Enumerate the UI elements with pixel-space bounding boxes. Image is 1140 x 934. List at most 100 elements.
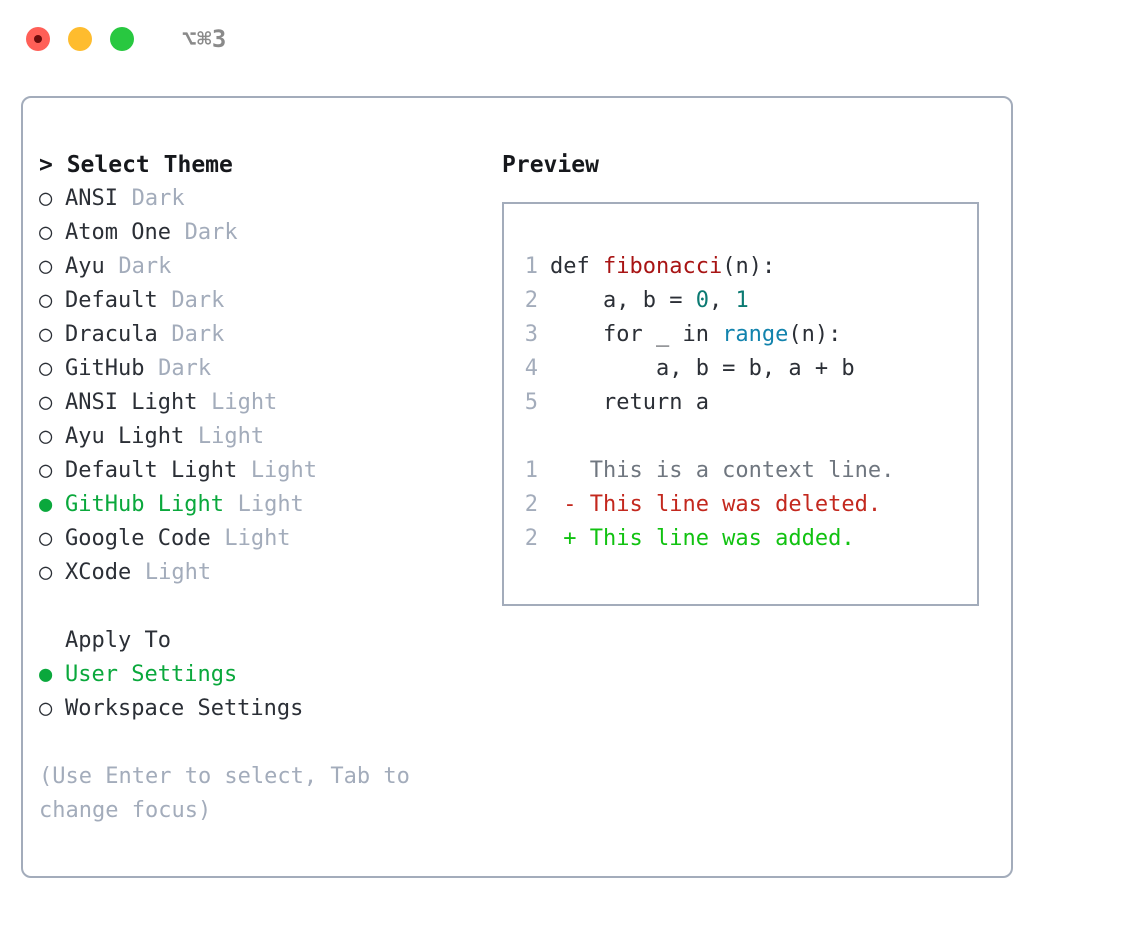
theme-list-item-selected[interactable]: ● GitHub Light Light xyxy=(39,488,479,522)
diff-line-added: 2 + This line was added. xyxy=(524,522,977,556)
minimize-window-icon[interactable] xyxy=(68,27,92,51)
apply-to-item-selected[interactable]: ● User Settings xyxy=(39,658,479,692)
radio-icon: ○ xyxy=(39,254,53,279)
theme-variant-tag: Light xyxy=(237,492,304,517)
theme-name: Default xyxy=(65,288,158,313)
theme-name: Ayu xyxy=(65,254,105,279)
code-token: a, b = b, a + b xyxy=(550,356,855,381)
code-token-function: fibonacci xyxy=(602,254,723,279)
theme-variant-tag: Dark xyxy=(118,254,172,279)
diff-text: - This line was deleted. xyxy=(550,492,882,517)
code-line: 1 def fibonacci(n): xyxy=(524,250,977,284)
apply-to-label: User Settings xyxy=(65,662,238,687)
list-spacer xyxy=(39,590,479,624)
apply-to-label: Workspace Settings xyxy=(65,696,304,721)
code-token: for _ in xyxy=(550,322,723,347)
theme-variant-tag: Light xyxy=(250,458,318,483)
theme-list-item[interactable]: ○ XCode Light xyxy=(39,556,479,590)
theme-name: ANSI xyxy=(65,186,118,211)
theme-variant-tag: Dark xyxy=(131,186,185,211)
maximize-window-icon[interactable] xyxy=(110,27,134,51)
window-controls xyxy=(26,27,134,51)
code-token: , xyxy=(708,288,736,313)
theme-name: GitHub xyxy=(65,356,145,381)
title-bar: ⌥⌘3 xyxy=(0,0,1140,78)
theme-variant-tag: Dark xyxy=(184,220,238,245)
theme-list-item[interactable]: ○ Google Code Light xyxy=(39,522,479,556)
theme-list-item[interactable]: ○ Ayu Light Light xyxy=(39,420,479,454)
line-number: 2 xyxy=(524,526,538,551)
theme-list-item[interactable]: ○ ANSI Light Light xyxy=(39,386,479,420)
theme-name: Default Light xyxy=(65,458,238,483)
radio-icon: ○ xyxy=(39,288,53,313)
line-number: 1 xyxy=(524,458,538,483)
radio-icon: ○ xyxy=(39,458,53,483)
apply-to-header: Apply To xyxy=(65,628,171,653)
theme-name: ANSI Light xyxy=(65,390,198,415)
radio-icon: ○ xyxy=(39,186,53,211)
theme-list-item[interactable]: ○ GitHub Dark xyxy=(39,352,479,386)
radio-icon: ○ xyxy=(39,356,53,381)
diff-text: + This line was added. xyxy=(550,526,855,551)
radio-icon: ○ xyxy=(39,322,53,347)
radio-icon: ○ xyxy=(39,560,53,585)
theme-name: Atom One xyxy=(65,220,171,245)
line-number: 3 xyxy=(524,322,538,347)
theme-name: XCode xyxy=(65,560,132,585)
code-token: (n): xyxy=(722,254,776,279)
theme-list-item[interactable]: ○ Default Dark xyxy=(39,284,479,318)
theme-name: GitHub Light xyxy=(65,492,224,517)
code-token: return a xyxy=(550,390,709,415)
apply-to-list: ● User Settings ○ Workspace Settings xyxy=(39,658,479,726)
keyboard-shortcut-label: ⌥⌘3 xyxy=(182,25,227,53)
close-window-icon[interactable] xyxy=(26,27,50,51)
theme-picker-column: > Select Theme ○ ANSI Dark ○ Atom One Da… xyxy=(39,148,479,828)
theme-name: Google Code xyxy=(65,526,211,551)
preview-column: Preview 1 def fibonacci(n): 2 a, b = 0, … xyxy=(502,148,1002,606)
diff-line-context: 1 This is a context line. xyxy=(524,454,977,488)
code-token-builtin: range xyxy=(722,322,789,347)
diff-text: This is a context line. xyxy=(550,458,895,483)
theme-list-item[interactable]: ○ Atom One Dark xyxy=(39,216,479,250)
theme-list-item[interactable]: ○ ANSI Dark xyxy=(39,182,479,216)
code-line: 5 return a xyxy=(524,386,977,420)
radio-icon: ○ xyxy=(39,220,53,245)
keyboard-hint-text: (Use Enter to select, Tab to change focu… xyxy=(39,764,410,823)
theme-variant-tag: Dark xyxy=(171,288,225,313)
code-line: 4 a, b = b, a + b xyxy=(524,352,977,386)
line-number: 2 xyxy=(524,288,538,313)
theme-variant-tag: Dark xyxy=(158,356,212,381)
code-line: 3 for _ in range(n): xyxy=(524,318,977,352)
diff-line-deleted: 2 - This line was deleted. xyxy=(524,488,977,522)
code-token-number: 1 xyxy=(735,288,749,313)
radio-icon: ○ xyxy=(39,696,53,721)
apply-to-item[interactable]: ○ Workspace Settings xyxy=(39,692,479,726)
code-token: a, b = xyxy=(550,288,696,313)
theme-variant-tag: Dark xyxy=(171,322,225,347)
theme-list-item[interactable]: ○ Default Light Light xyxy=(39,454,479,488)
preview-header: Preview xyxy=(502,152,599,178)
code-diff-gap xyxy=(524,420,977,454)
line-number: 1 xyxy=(524,254,538,279)
theme-variant-tag: Light xyxy=(144,560,212,585)
diff-sample: 1 This is a context line. 2 - This line … xyxy=(524,454,977,556)
line-number: 5 xyxy=(524,390,538,415)
theme-list-item[interactable]: ○ Dracula Dark xyxy=(39,318,479,352)
radio-icon: ○ xyxy=(39,526,53,551)
preview-box: 1 def fibonacci(n): 2 a, b = 0, 1 3 for … xyxy=(502,202,979,606)
main-panel: > Select Theme ○ ANSI Dark ○ Atom One Da… xyxy=(21,96,1013,878)
hint-spacer xyxy=(39,726,479,760)
radio-icon-selected: ● xyxy=(39,492,53,517)
radio-icon: ○ xyxy=(39,424,53,449)
radio-icon-selected: ● xyxy=(39,662,53,687)
theme-list-item[interactable]: ○ Ayu Dark xyxy=(39,250,479,284)
line-number: 2 xyxy=(524,492,538,517)
radio-icon: ○ xyxy=(39,390,53,415)
select-theme-header: > Select Theme xyxy=(39,152,233,178)
theme-name: Ayu Light xyxy=(65,424,185,449)
code-token-number: 0 xyxy=(695,288,709,313)
theme-variant-tag: Light xyxy=(197,424,265,449)
code-line: 2 a, b = 0, 1 xyxy=(524,284,977,318)
line-number: 4 xyxy=(524,356,538,381)
